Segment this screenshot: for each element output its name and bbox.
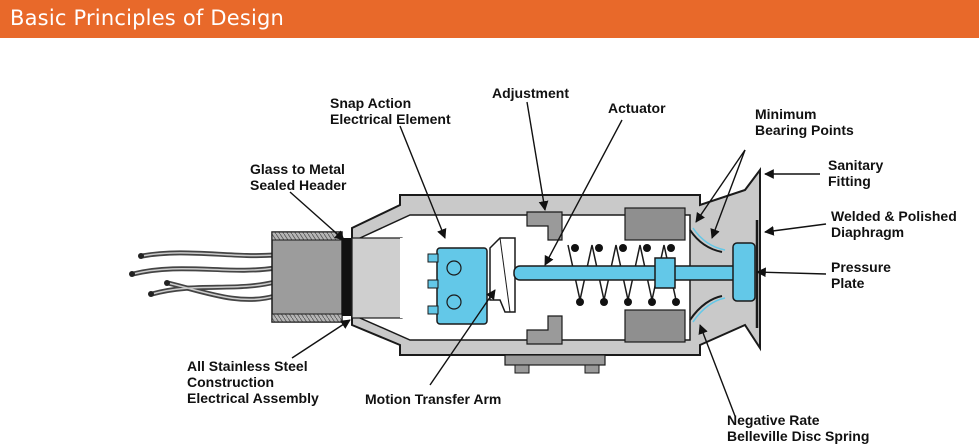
label-pressure-plate: Pressure Plate [831, 259, 891, 291]
label-sanitary: Sanitary Fitting [828, 157, 884, 189]
label-actuator: Actuator [608, 100, 666, 116]
pressure-switch-diagram [129, 101, 827, 417]
label-snap-action: Snap Action Electrical Element [330, 95, 451, 127]
label-welded: Welded & Polished Diaphragm [831, 208, 957, 240]
label-adjustment: Adjustment [492, 85, 569, 101]
sealed-header [342, 238, 352, 316]
page-title: Basic Principles of Design [10, 6, 285, 30]
header-bar: Basic Principles of Design [0, 0, 979, 38]
label-stainless: All Stainless Steel Construction Electri… [187, 358, 319, 406]
label-motion-arm: Motion Transfer Arm [365, 391, 502, 407]
label-min-bearing: Minimum Bearing Points [755, 106, 854, 138]
actuator-rod [513, 265, 740, 281]
pressure-plate [732, 242, 756, 302]
label-glass-metal: Glass to Metal Sealed Header [250, 161, 347, 193]
label-belleville: Negative Rate Belleville Disc Spring [727, 412, 870, 444]
electrical-connector [271, 231, 343, 323]
